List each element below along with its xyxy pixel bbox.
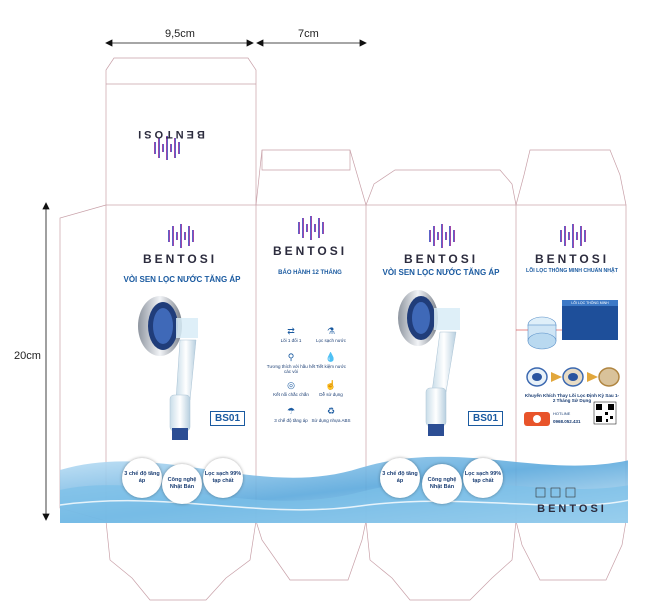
hotline-icon <box>524 412 550 426</box>
shower-head-image-left <box>138 296 198 440</box>
filter-icon: ⚗ <box>326 326 336 336</box>
back-title: LÕI LỌC THÔNG MINH CHUẨN NHẬT <box>526 268 618 274</box>
badge-japan-front: Công nghệ Nhật Bản <box>162 464 202 504</box>
badge-pressure-front2: 3 chế độ tăng áp <box>380 458 420 498</box>
brand-name-inverted: BENTOSI <box>135 128 205 140</box>
feature-label: Lõi 1 đổi 1 <box>280 338 302 343</box>
feature-label: Dễ sử dụng <box>319 392 343 397</box>
ring-icon: ◎ <box>287 380 295 390</box>
warranty-title: BẢO HÀNH 12 THÁNG <box>278 270 342 276</box>
shower-icon: ☂ <box>286 406 296 416</box>
brand-logo-mark-back <box>560 224 586 248</box>
recycle-icon: ♻ <box>326 406 336 416</box>
feature-item: ☂ 3 chế độ tăng áp <box>265 406 317 423</box>
feature-item: ⇄ Lõi 1 đổi 1 <box>265 326 317 343</box>
front2-title: VÒI SEN LỌC NƯỚC TĂNG ÁP <box>382 268 500 277</box>
height-dimension-label: 20cm <box>14 350 41 362</box>
badge-filter-front2: Lọc sạch 99% tạp chất <box>463 458 503 498</box>
feature-item: ◎ Kết nối chắc chắn <box>265 380 317 397</box>
feature-item: ⚲ Tương thích với hầu hết các vòi <box>265 352 317 374</box>
badge-pressure-front: 3 chế độ tăng áp <box>122 458 162 498</box>
feature-label: Tiết kiệm nước <box>315 364 347 369</box>
faucet-icon: ⚲ <box>287 352 295 362</box>
model-badge-front2: BS01 <box>468 411 504 426</box>
feature-label: Kết nối chắc chắn <box>273 392 309 397</box>
filter-cartridge-diagram <box>516 300 618 350</box>
feature-label: Sử dụng nhựa ABS <box>311 418 351 423</box>
hotline-label: HOTLINE <box>553 411 571 416</box>
swap-icon: ⇄ <box>287 326 295 336</box>
feature-item: 💧 Tiết kiệm nước <box>305 352 357 369</box>
dimension-lines <box>42 39 367 521</box>
brand-name-back-bottom: BENTOSI <box>537 503 607 515</box>
brand-name-back: BENTOSI <box>534 252 610 266</box>
drop-hand-icon: 💧 <box>325 352 337 362</box>
hotline-number: 0968.052.431 <box>553 419 581 424</box>
brand-logo-mark-front <box>168 224 194 248</box>
shower-head-image-right <box>398 290 460 436</box>
info-header: LÕI LỌC THÔNG MINH <box>571 301 609 305</box>
cartridge-replacement-row <box>526 367 620 387</box>
feature-label: 3 chế độ tăng áp <box>274 418 308 423</box>
badge-japan-front2: Công nghệ Nhật Bản <box>422 464 462 504</box>
brand-logo-mark-top-flap <box>154 136 180 160</box>
brand-name-front2: BENTOSI <box>403 252 479 266</box>
feature-item: ⚗ Lọc sạch nước <box>305 326 357 343</box>
badge-filter-front: Lọc sạch 99% tạp chất <box>203 458 243 498</box>
qr-code <box>593 401 617 425</box>
brand-name-front: BENTOSI <box>142 252 218 266</box>
feature-label: Lọc sạch nước <box>316 338 346 343</box>
hand-icon: ☝ <box>325 380 337 390</box>
feature-label: Tương thích với hầu hết các vòi <box>266 364 316 374</box>
model-badge-front: BS01 <box>210 411 246 426</box>
depth-dimension-label: 7cm <box>298 28 319 40</box>
width-dimension-label: 9,5cm <box>165 28 195 40</box>
brand-name-side: BENTOSI <box>272 244 348 258</box>
feature-item: ♻ Sử dụng nhựa ABS <box>305 406 357 423</box>
brand-logo-mark-side <box>298 216 324 240</box>
recommendation-text: Khuyến Khích Thay Lõi Lọc Định Kỳ Sau 1-… <box>524 393 620 403</box>
handling-icons <box>535 487 576 498</box>
feature-item: ☝ Dễ sử dụng <box>305 380 357 397</box>
brand-logo-mark-front2 <box>429 224 455 248</box>
front-title: VÒI SEN LỌC NƯỚC TĂNG ÁP <box>123 275 241 284</box>
